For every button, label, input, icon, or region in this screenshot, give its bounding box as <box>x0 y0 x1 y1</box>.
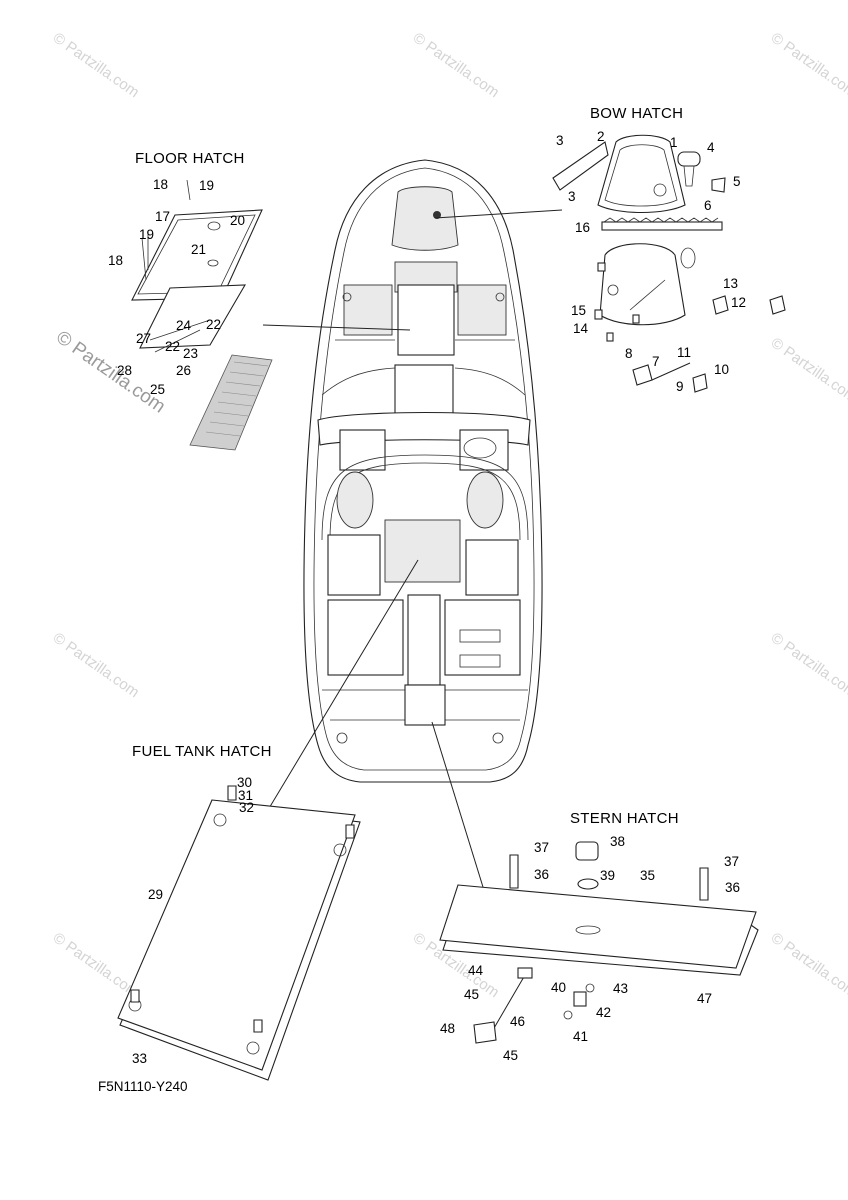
watermark: © Partzilla.com <box>50 629 143 701</box>
part-label: 19 <box>139 227 154 242</box>
part-label: 40 <box>551 980 566 995</box>
part-label: 17 <box>155 209 170 224</box>
part-label: 30 <box>237 775 252 790</box>
boat-hull <box>303 159 543 783</box>
part-label: 7 <box>652 354 660 369</box>
floor-hatch-group <box>131 179 273 451</box>
diagram-code: F5N1110-Y240 <box>98 1079 188 1094</box>
title-stern-hatch: STERN HATCH <box>570 810 679 827</box>
part-label: 16 <box>575 220 590 235</box>
part-label: 47 <box>697 991 712 1006</box>
part-label: 29 <box>148 887 163 902</box>
part-label: 36 <box>725 880 740 895</box>
part-label: 38 <box>610 834 625 849</box>
floor-mat <box>189 354 273 451</box>
bow-hatch-frame <box>599 243 686 326</box>
part-label: 45 <box>464 987 479 1002</box>
part-label: 11 <box>677 345 691 360</box>
part-label: 39 <box>600 868 615 883</box>
part-label: 48 <box>440 1021 455 1036</box>
part-label: 23 <box>183 346 198 361</box>
part-label: 22 <box>165 339 180 354</box>
part-label: 14 <box>573 321 589 336</box>
part-label: 2 <box>597 129 605 144</box>
part-label: 32 <box>239 800 254 815</box>
watermark: © Partzilla.com <box>50 29 143 101</box>
part-label: 43 <box>613 981 628 996</box>
part-label: 9 <box>676 379 684 394</box>
part-label: 21 <box>191 242 206 257</box>
part-label: 22 <box>206 317 221 332</box>
title-floor-hatch: FLOOR HATCH <box>135 150 245 167</box>
stern-hatch-group <box>439 841 759 1044</box>
part-label: 45 <box>503 1048 518 1063</box>
part-label: 19 <box>199 178 214 193</box>
part-label: 18 <box>108 253 123 268</box>
part-label: 3 <box>556 133 564 148</box>
fuel-tank-hatch-group <box>117 785 361 1081</box>
part-label: 8 <box>625 346 633 361</box>
watermark: © Partzilla.com <box>768 334 848 406</box>
leader-lines <box>249 209 563 901</box>
part-label: 37 <box>724 854 739 869</box>
title-bow-hatch: BOW HATCH <box>590 105 683 122</box>
part-label: 12 <box>731 295 746 310</box>
part-label: 33 <box>132 1051 147 1066</box>
part-label: 35 <box>640 868 655 883</box>
part-label: 24 <box>176 318 192 333</box>
part-label: 28 <box>117 363 132 378</box>
watermark: © Partzilla.com <box>768 29 848 101</box>
part-label: 27 <box>136 331 151 346</box>
watermark: © Partzilla.com <box>768 629 848 701</box>
bow-hatch-group <box>552 134 786 393</box>
part-label: 42 <box>596 1005 611 1020</box>
part-labels: 1 2 3 3 4 5 6 16 13 12 15 14 8 7 11 10 9… <box>108 129 746 1066</box>
part-label: 25 <box>150 382 165 397</box>
part-label: 26 <box>176 363 191 378</box>
part-label: 36 <box>534 867 549 882</box>
part-label: 18 <box>153 177 168 192</box>
part-label: 10 <box>714 362 729 377</box>
part-label: 37 <box>534 840 549 855</box>
part-label: 20 <box>230 213 245 228</box>
part-label: 13 <box>723 276 738 291</box>
part-label: 31 <box>238 788 253 803</box>
part-label: 6 <box>704 198 712 213</box>
watermark: © Partzilla.com <box>410 29 503 101</box>
part-label: 5 <box>733 174 741 189</box>
part-label: 41 <box>573 1029 588 1044</box>
part-label: 4 <box>707 140 715 155</box>
bow-hatch-lid <box>597 134 686 214</box>
part-label: 3 <box>568 189 576 204</box>
part-label: 44 <box>468 963 484 978</box>
part-label: 1 <box>670 135 678 150</box>
title-fuel-tank-hatch: FUEL TANK HATCH <box>132 743 272 760</box>
watermark: © Partzilla.com <box>768 929 848 1001</box>
part-label: 46 <box>510 1014 525 1029</box>
watermark: © Partzilla.com <box>50 929 143 1001</box>
fuel-tank-hatch-lid <box>117 799 356 1071</box>
stern-hatch-lid <box>439 884 757 969</box>
part-label: 15 <box>571 303 586 318</box>
